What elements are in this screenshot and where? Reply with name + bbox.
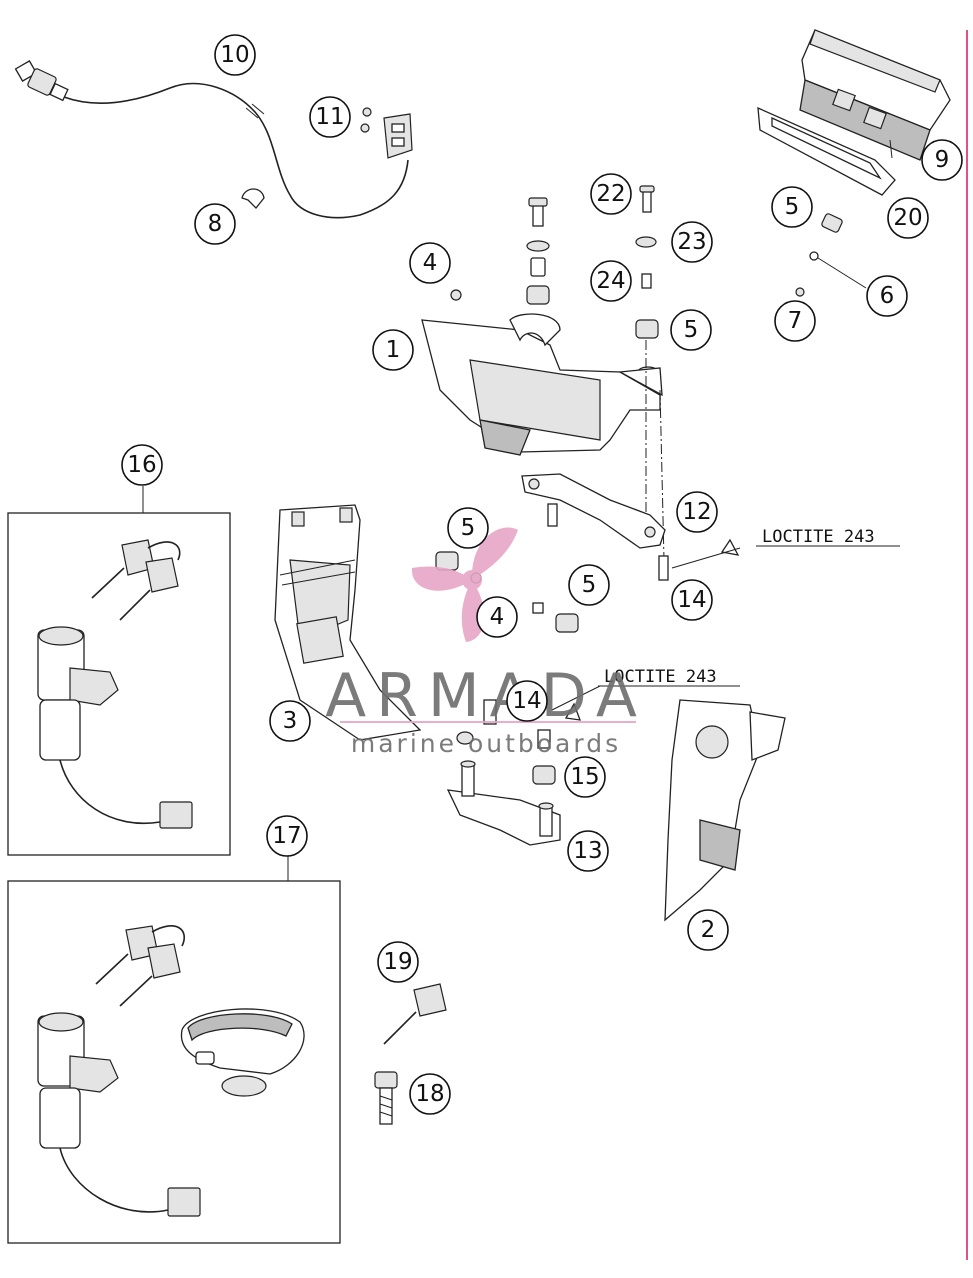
callout-number: 2 (701, 917, 716, 943)
callout-number: 4 (490, 604, 505, 630)
watermark: ARMADA marine outboards (325, 527, 647, 758)
part-ignition-kit-16 (7, 486, 231, 856)
callout: 5 (568, 564, 610, 606)
kit-frame-16 (7, 512, 231, 856)
callout: 14 (671, 579, 713, 621)
callout-number: 14 (512, 688, 541, 714)
callout-number: 5 (582, 572, 597, 598)
callout-number: 6 (880, 283, 895, 309)
callout: 18 (409, 1073, 451, 1115)
callout: 23 (671, 221, 713, 263)
loctite-label-2: LOCTITE 243 (604, 667, 717, 687)
part-hardware-column-right (635, 185, 665, 561)
loctite-label-1: LOCTITE 243 (762, 527, 875, 547)
callout-number: 8 (208, 211, 223, 237)
watermark-brand: ARMADA (325, 661, 647, 731)
callout-number: 10 (220, 42, 249, 68)
kit-frame-17 (7, 880, 341, 1244)
callout: 19 (377, 941, 419, 983)
callout: 5 (447, 507, 489, 549)
callout-number: 9 (935, 147, 950, 173)
callout: 16 (121, 444, 163, 486)
part-clip-8 (241, 188, 265, 209)
callout: 5 (670, 309, 712, 351)
callout: 7 (774, 300, 816, 342)
callout: 1 (372, 329, 414, 371)
part-wiring-harness (14, 60, 413, 219)
callout-number: 3 (283, 708, 298, 734)
part-inner-panel-3 (274, 504, 422, 741)
callout: 11 (309, 96, 351, 138)
callout: 20 (887, 197, 929, 239)
callout: 24 (590, 260, 632, 302)
callout-number: 5 (461, 515, 476, 541)
callout-number: 22 (596, 181, 625, 207)
callout: 22 (590, 173, 632, 215)
callout-number: 19 (383, 949, 412, 975)
callout-number: 20 (893, 205, 922, 231)
callout: 8 (194, 203, 236, 245)
part-bolt-18 (374, 1071, 398, 1125)
callout-number: 1 (386, 337, 401, 363)
callout-number: 12 (682, 499, 711, 525)
callout-number: 4 (423, 250, 438, 276)
callout: 17 (266, 815, 308, 857)
callout: 2 (687, 909, 729, 951)
callout-number: 18 (415, 1081, 444, 1107)
callout: 15 (564, 756, 606, 798)
part-screws-11 (360, 107, 372, 133)
callout: 9 (921, 139, 963, 181)
callout: 13 (567, 830, 609, 872)
callout: 6 (866, 275, 908, 317)
part-outer-panel-2 (664, 699, 786, 922)
callout-number: 15 (570, 764, 599, 790)
callout-number: 14 (677, 587, 706, 613)
part-hardware-column-left (450, 197, 550, 305)
callout-number: 16 (127, 452, 156, 478)
callout-number: 13 (573, 838, 602, 864)
callout: 4 (409, 242, 451, 284)
loctite-note-1: LOCTITE 243 (671, 527, 900, 569)
callout-number: 23 (677, 229, 706, 255)
part-bracket-plate-12 (521, 473, 740, 581)
callout: 14 (506, 680, 548, 722)
callout-number: 24 (596, 268, 625, 294)
callout-number: 5 (684, 317, 699, 343)
part-ignition-kit-17 (7, 855, 341, 1244)
callout-number: 5 (785, 194, 800, 220)
callout-number: 11 (315, 104, 344, 130)
part-key-19 (383, 983, 447, 1045)
part-grommet-top-right (795, 213, 867, 297)
part-upper-bracket (421, 313, 663, 456)
callout: 3 (269, 700, 311, 742)
loctite-note-2: LOCTITE 243 (551, 667, 740, 721)
callout-number: 7 (788, 308, 803, 334)
callout-number: 17 (272, 823, 301, 849)
part-instrument-cluster (799, 29, 951, 161)
part-gasket-20 (757, 106, 896, 196)
callout: 4 (476, 596, 518, 638)
callout: 12 (676, 491, 718, 533)
callout: 10 (214, 34, 256, 76)
callout: 5 (771, 186, 813, 228)
part-lower-bracket-13 (446, 699, 561, 846)
watermark-tagline: marine outboards (351, 729, 621, 758)
